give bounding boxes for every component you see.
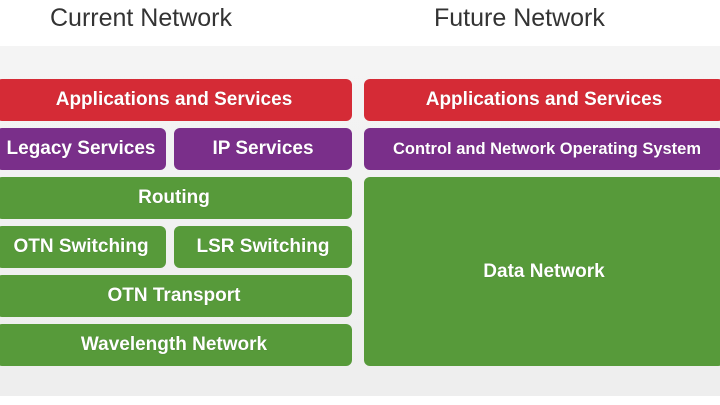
bottom-band [0,396,720,405]
current-network-title: Current Network [50,4,232,32]
ip-services-block: IP Services [174,128,352,170]
data-network-block: Data Network [364,177,720,366]
future-network-title: Future Network [434,4,605,32]
wavelength-network-block: Wavelength Network [0,324,352,366]
otn-switching-block: OTN Switching [0,226,166,268]
otn-transport-block: OTN Transport [0,275,352,317]
lsr-switching-block: LSR Switching [174,226,352,268]
header-band [0,0,720,46]
routing-block: Routing [0,177,352,219]
current-applications-block: Applications and Services [0,79,352,121]
future-applications-block: Applications and Services [364,79,720,121]
control-os-block: Control and Network Operating System [364,128,720,170]
legacy-services-block: Legacy Services [0,128,166,170]
